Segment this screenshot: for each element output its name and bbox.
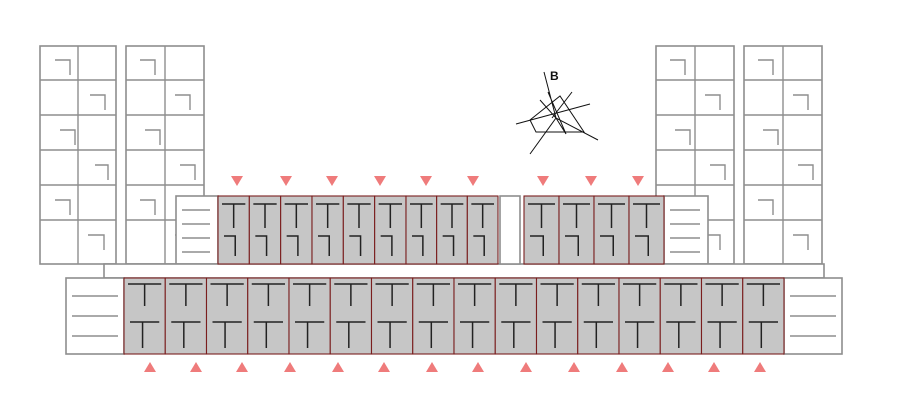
entry-marker-icon: [231, 176, 243, 186]
bottom-marker-row: [144, 362, 766, 372]
entry-marker-icon: [284, 362, 296, 372]
unit-wall: [746, 283, 780, 348]
bottom-unit-row: [123, 277, 785, 355]
unit-wall: [633, 203, 660, 256]
entry-marker-icon: [662, 362, 674, 372]
apartment-unit: [466, 195, 499, 265]
entry-marker-icon: [708, 362, 720, 372]
entry-marker-icon: [616, 362, 628, 372]
entry-marker-icon: [520, 362, 532, 372]
unit-wall: [253, 203, 277, 256]
entry-marker-icon: [280, 176, 292, 186]
entry-marker-icon: [426, 362, 438, 372]
unit-wall: [499, 283, 533, 348]
unit-wall: [378, 203, 402, 256]
unit-wall: [581, 283, 615, 348]
right-wing-outer: [743, 45, 823, 265]
entry-marker-icon: [332, 362, 344, 372]
unit-wall: [598, 203, 625, 256]
unit-wall: [540, 283, 574, 348]
unit-wall: [222, 203, 246, 256]
top-unit-row: [217, 195, 665, 265]
entry-marker-icon: [537, 176, 549, 186]
left-connector: [175, 195, 219, 265]
entry-marker-icon: [236, 362, 248, 372]
unit-wall: [284, 203, 308, 256]
entry-marker-icon: [585, 176, 597, 186]
apartment-unit: [342, 195, 376, 265]
left-wing-inner: [125, 45, 205, 265]
top-marker-row: [231, 176, 644, 186]
unit-wall: [347, 203, 371, 256]
entry-marker-icon: [144, 362, 156, 372]
entry-marker-icon: [378, 362, 390, 372]
unit-wall: [293, 283, 327, 348]
unit-wall: [128, 283, 162, 348]
unit-wall: [664, 283, 698, 348]
entry-marker-icon: [568, 362, 580, 372]
left-wing-outer: [39, 45, 117, 265]
unit-wall: [528, 203, 555, 256]
entry-marker-icon: [420, 176, 432, 186]
entry-marker-icon: [632, 176, 644, 186]
unit-wall: [251, 283, 285, 348]
entry-marker-icon: [472, 362, 484, 372]
unit-wall: [458, 283, 492, 348]
unit-wall: [410, 203, 433, 256]
right-connector: [663, 195, 709, 265]
unit-wall: [210, 283, 244, 348]
unit-wall: [375, 283, 409, 348]
unit-wall: [705, 283, 739, 348]
compass-label: B: [550, 69, 559, 83]
entry-marker-icon: [467, 176, 479, 186]
entry-marker-icon: [374, 176, 386, 186]
unit-wall: [416, 283, 450, 348]
unit-wall: [316, 203, 340, 256]
unit-wall: [471, 203, 494, 256]
unit-wall: [623, 283, 657, 348]
entry-marker-icon: [190, 362, 202, 372]
unit-wall: [440, 203, 464, 256]
unit-wall: [169, 283, 203, 348]
compass-icon: B: [515, 69, 599, 155]
entry-marker-icon: [754, 362, 766, 372]
unit-wall: [563, 203, 590, 256]
entry-marker-icon: [326, 176, 338, 186]
unit-wall: [334, 283, 368, 348]
